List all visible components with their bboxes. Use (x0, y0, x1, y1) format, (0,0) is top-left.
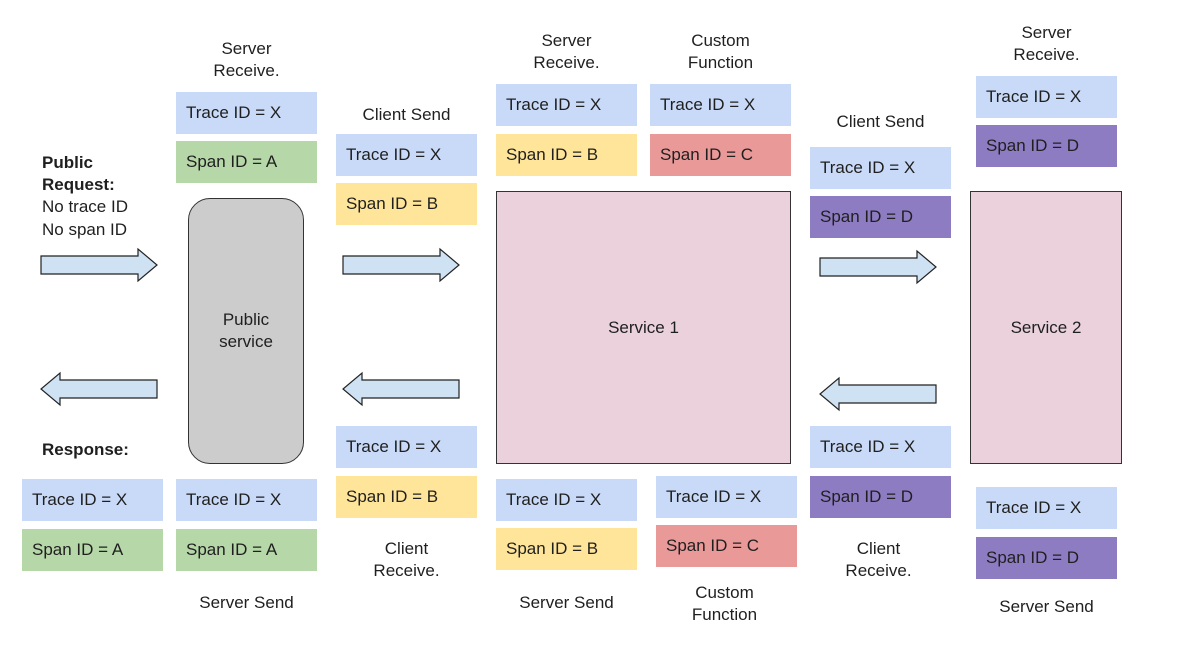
client-send-1-span-id: Span ID = B (336, 183, 477, 225)
service2-server-send-label: Server Send (999, 597, 1094, 616)
public-server-send-label: Server Send (199, 593, 294, 612)
custom-function-bottom-trace-id: Trace ID = X (656, 476, 797, 518)
service1-receive-span-id: Span ID = B (496, 134, 637, 176)
custom-function-top-span-id: Span ID = C (650, 134, 791, 176)
service2-receive-trace-id: Trace ID = X (976, 76, 1117, 118)
public-server-receive-label: Server Receive. (213, 39, 280, 80)
response-span-id: Span ID = A (22, 529, 163, 571)
service1-box: Service 1 (496, 191, 791, 464)
response-title: Response: (42, 440, 129, 459)
public-send-trace-id: Trace ID = X (176, 479, 317, 521)
service2-label: Service 2 (1010, 317, 1082, 337)
arrow-left-service2-to-service1 (819, 376, 937, 412)
arrow-left-response-out (40, 371, 158, 407)
service1-label: Service 1 (608, 317, 679, 337)
public-receive-trace-id: Trace ID = X (176, 92, 317, 134)
client-receive-1-trace-id: Trace ID = X (336, 426, 477, 468)
public-service-box: Public service (188, 198, 304, 464)
arrow-right-service1-to-service2 (819, 249, 937, 285)
service1-send-trace-id: Trace ID = X (496, 479, 637, 521)
client-send-2-span-id: Span ID = D (810, 196, 951, 238)
custom-function-top-trace-id: Trace ID = X (650, 84, 791, 126)
custom-function-bottom-span-id: Span ID = C (656, 525, 797, 567)
public-request-title: Public Request: (42, 153, 115, 194)
client-send-1-label: Client Send (362, 105, 451, 124)
arrow-right-request-in (40, 247, 158, 283)
public-request-no-span: No span ID (42, 220, 128, 239)
service2-box: Service 2 (970, 191, 1122, 464)
client-receive-2-label: Client Receive. (845, 539, 912, 580)
arrow-left-service1-to-public (342, 371, 460, 407)
public-receive-span-id: Span ID = A (176, 141, 317, 183)
custom-function-bottom-label: Custom Function (691, 583, 758, 624)
custom-function-top-label: Custom Function (687, 31, 754, 72)
arrow-right-public-to-service1 (342, 247, 460, 283)
service1-receive-trace-id: Trace ID = X (496, 84, 637, 126)
client-receive-2-span-id: Span ID = D (810, 476, 951, 518)
service1-server-receive-label: Server Receive. (533, 31, 600, 72)
client-receive-2-trace-id: Trace ID = X (810, 426, 951, 468)
service2-send-span-id: Span ID = D (976, 537, 1117, 579)
client-send-2-trace-id: Trace ID = X (810, 147, 951, 189)
service2-receive-span-id: Span ID = D (976, 125, 1117, 167)
client-send-1-trace-id: Trace ID = X (336, 134, 477, 176)
client-receive-1-label: Client Receive. (373, 539, 440, 580)
client-receive-1-span-id: Span ID = B (336, 476, 477, 518)
service2-send-trace-id: Trace ID = X (976, 487, 1117, 529)
client-send-2-label: Client Send (836, 112, 925, 131)
service1-send-span-id: Span ID = B (496, 528, 637, 570)
public-request-no-trace: No trace ID (42, 197, 128, 216)
response-trace-id: Trace ID = X (22, 479, 163, 521)
service1-server-send-label: Server Send (519, 593, 614, 612)
public-send-span-id: Span ID = A (176, 529, 317, 571)
public-service-label: Public service (219, 310, 273, 351)
service2-server-receive-label: Server Receive. (1013, 23, 1080, 64)
